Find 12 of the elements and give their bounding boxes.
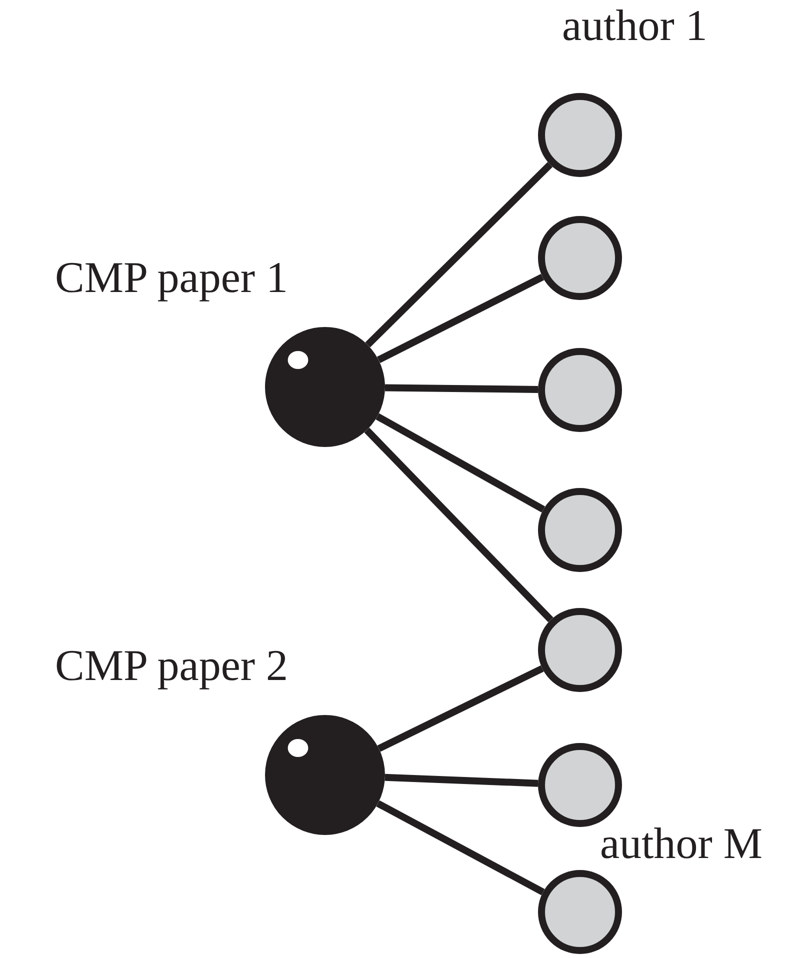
connector-line [377, 665, 544, 752]
connector-line [376, 800, 545, 896]
node-label: author M [600, 822, 763, 866]
connector-line [365, 162, 553, 348]
node-label: CMP paper 2 [55, 644, 288, 688]
node-label: author 1 [562, 4, 708, 48]
connector-line [384, 384, 538, 393]
connector-line [376, 413, 546, 512]
node-label: CMP paper 1 [55, 256, 288, 300]
connector-line [364, 428, 554, 622]
connector-line [376, 274, 544, 364]
connector-line [384, 774, 538, 787]
